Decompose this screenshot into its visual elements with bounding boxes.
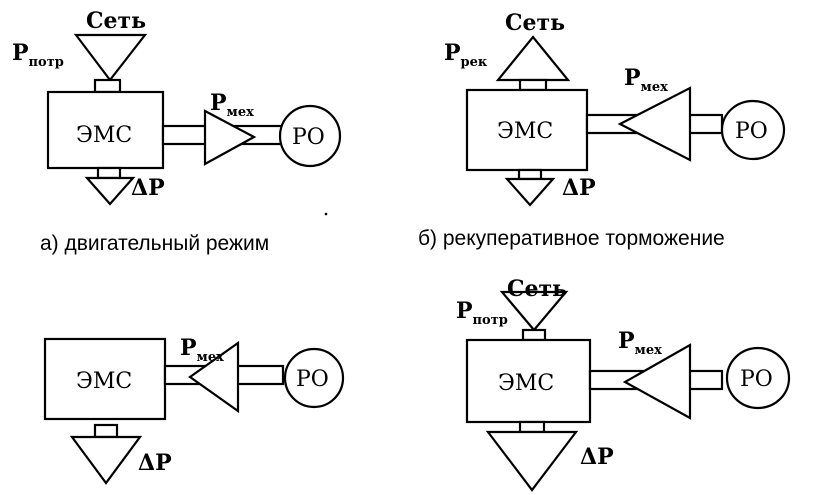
ems-label: ЭМС	[76, 369, 132, 394]
loss-triangle	[84, 176, 136, 206]
mech-power-triangle	[188, 340, 240, 414]
loss-connector	[517, 168, 543, 181]
p-consumed-label: Pпотр	[456, 298, 508, 328]
working-element-circle	[725, 346, 791, 410]
working-element-label: РО	[735, 119, 768, 144]
loss-connector	[93, 423, 119, 439]
grid-label: Сеть	[86, 8, 146, 34]
working-element-circle	[278, 104, 342, 168]
p-mech-label: Pмех	[180, 335, 224, 365]
grid-connector	[93, 78, 122, 94]
loss-connector	[518, 420, 546, 434]
ems-label: ЭМС	[497, 119, 553, 144]
caption-motor-mode: а) двигательный режим	[40, 232, 269, 255]
loss-label: ΔР	[131, 175, 165, 201]
mech-power-triangle	[203, 109, 257, 166]
loss-label: ΔР	[138, 450, 172, 476]
loss-connector	[96, 166, 122, 180]
caption-regenerative-braking: б) рекуперативное торможение	[418, 227, 725, 250]
loss-label: ΔР	[562, 175, 596, 201]
grid-return-triangle	[495, 35, 571, 82]
working-element-label: РО	[740, 367, 773, 392]
ems-block	[465, 338, 592, 424]
mech-power-triangle	[617, 86, 692, 162]
p-recuperated-label: Pрек	[444, 40, 488, 70]
diagram-counter-braking: Сеть Pпотр ЭМС Pмех РО ΔР	[456, 276, 791, 492]
loss-triangle	[485, 430, 579, 492]
p-mech-label: Pмех	[210, 90, 254, 120]
ems-block	[43, 337, 167, 421]
grid-label: Сеть	[507, 276, 567, 302]
loss-triangle	[504, 177, 556, 207]
diagram-regenerative-braking: Сеть Pрек ЭМС Pмех РО ΔР	[444, 10, 786, 207]
stray-dot	[324, 212, 328, 216]
loss-triangle	[69, 435, 143, 485]
working-element-label: РО	[296, 367, 329, 392]
p-mech-label: Pмех	[624, 65, 668, 95]
grid-connector	[518, 78, 548, 92]
p-consumed-label: Pпотр	[12, 40, 64, 70]
ems-block	[46, 90, 165, 170]
grid-label: Сеть	[505, 10, 565, 36]
working-element-circle	[720, 99, 786, 161]
diagram-dynamic-braking: ЭМС Pмех РО ΔР	[43, 335, 345, 485]
diagram-motor-mode: Сеть Pпотр ЭМС Pмех РО ΔР	[12, 8, 342, 206]
p-mech-label: Pмех	[618, 328, 662, 358]
grid-supply-triangle	[73, 33, 148, 82]
grid-supply-triangle	[499, 290, 569, 332]
working-element-label: РО	[292, 125, 325, 150]
ems-label: ЭМС	[498, 371, 554, 396]
working-element-circle	[283, 347, 345, 409]
grid-connector	[521, 328, 547, 342]
loss-label: ΔР	[580, 444, 614, 470]
mech-power-triangle	[622, 343, 692, 420]
ems-label: ЭМС	[76, 123, 132, 148]
